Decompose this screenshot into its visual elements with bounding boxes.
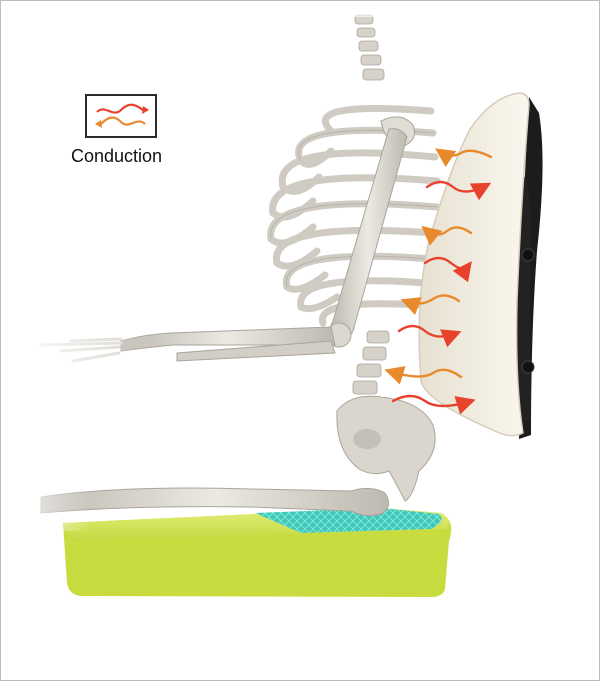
pelvis-bone: [337, 396, 435, 501]
forearm-bones: [1, 319, 335, 379]
humerus-bone: [327, 129, 407, 347]
seat-cushion: [63, 508, 451, 597]
lumbar-backrest: [419, 93, 542, 439]
